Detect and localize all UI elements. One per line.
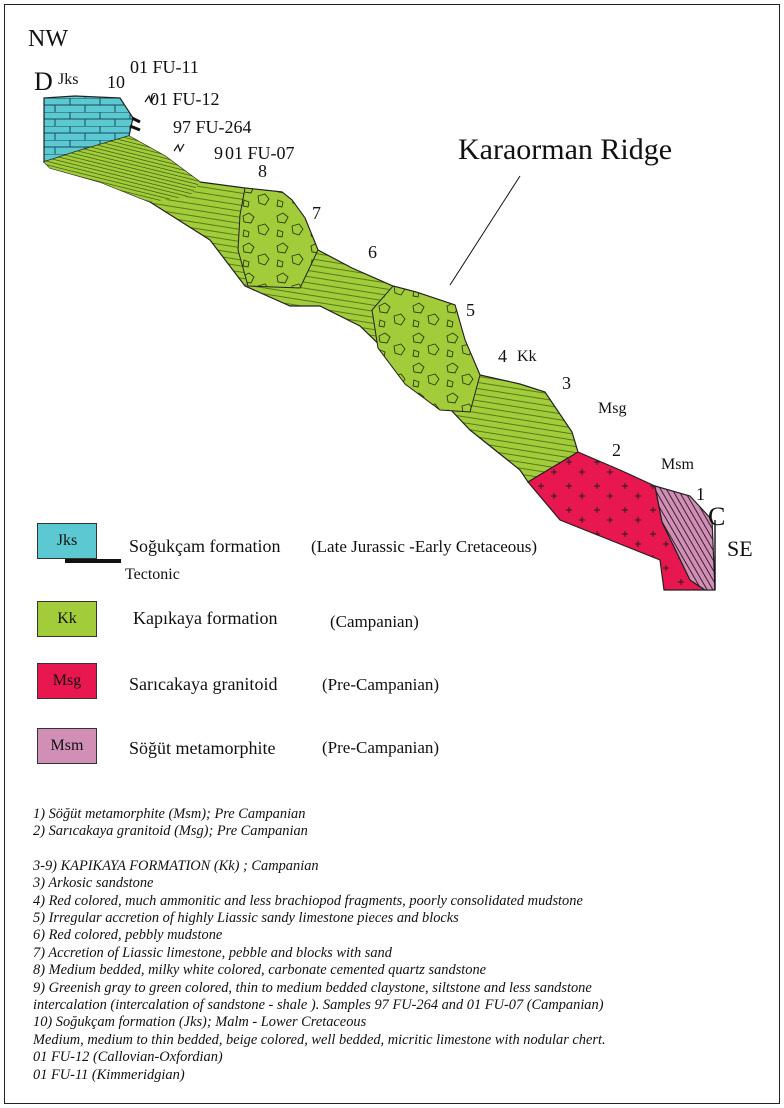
sample-97-fu-264: 97 FU-264 <box>173 117 252 137</box>
level-5: 5 <box>466 300 475 320</box>
legend-age-msg: (Pre-Campanian) <box>322 675 439 695</box>
nw-label: NW <box>28 26 68 52</box>
unit-msg-label: Msg <box>598 400 626 417</box>
sample-01-fu-12: 01 FU-12 <box>150 89 220 109</box>
ridge-label: Karaorman Ridge <box>458 133 672 166</box>
sample-01-fu-07: 01 FU-07 <box>225 143 295 163</box>
level-8: 8 <box>258 161 267 181</box>
c-label: C <box>708 502 725 531</box>
legend-tectonic-label: Tectonic <box>125 566 180 584</box>
note-line: 01 FU-12 (Callovian-Oxfordian) <box>33 1049 778 1066</box>
se-label: SE <box>727 536 753 561</box>
legend-swatch-msg: Msg <box>37 663 97 699</box>
legend-swatch-kk: Kk <box>37 601 97 637</box>
level-4: 4 <box>498 346 507 366</box>
note-line: 7) Accretion of Liassic limestone, pebbl… <box>33 945 778 962</box>
note-line: 9) Greenish gray to green colored, thin … <box>33 980 778 997</box>
legend-name-msg: Sarıcakaya granitoid <box>129 674 277 695</box>
level-1: 1 <box>696 484 705 504</box>
legend-tectonic-line <box>65 559 121 563</box>
explanation-notes: 1) Söğüt metamorphite (Msm); Pre Campani… <box>33 806 778 1084</box>
d-label: D <box>34 67 53 96</box>
sample-01-fu-11: 01 FU-11 <box>130 57 199 77</box>
level-9: 9 <box>214 143 223 163</box>
unit-jks-label: Jks <box>58 71 78 88</box>
unit-kk-label: Kk <box>517 348 537 365</box>
unit-5-blocks <box>372 286 480 412</box>
note-line: 1) Söğüt metamorphite (Msm); Pre Campani… <box>33 806 778 823</box>
note-line: 01 FU-11 (Kimmeridgian) <box>33 1067 778 1084</box>
note-line: intercalation (intercalation of sandston… <box>33 997 778 1014</box>
note-line: 8) Medium bedded, milky white colored, c… <box>33 962 778 979</box>
note-line: 10) Soğukçam formation (Jks); Malm - Low… <box>33 1014 778 1031</box>
level-3: 3 <box>562 373 571 393</box>
note-line: 5) Irregular accretion of highly Liassic… <box>33 910 778 927</box>
level-6: 6 <box>368 242 377 262</box>
note-line: 3) Arkosic sandstone <box>33 875 778 892</box>
legend-age-kk: (Campanian) <box>330 612 419 632</box>
unit-msm-label: Msm <box>661 456 694 473</box>
unit-7-blocks <box>238 188 318 288</box>
legend-age-jks: (Late Jurassic -Early Cretaceous) <box>311 537 537 557</box>
legend-name-kk: Kapıkaya formation <box>133 608 277 629</box>
ridge-leader <box>450 176 520 285</box>
note-line: 4) Red colored, much ammonitic and less … <box>33 893 778 910</box>
legend-name-msm: Söğüt metamorphite <box>129 738 275 759</box>
legend-swatch-msm: Msm <box>37 728 97 764</box>
note-line: 2) Sarıcakaya granitoid (Msg); Pre Campa… <box>33 823 778 840</box>
note-line: 3-9) KAPIKAYA FORMATION (Kk) ; Campanian <box>33 858 778 875</box>
level-2: 2 <box>612 440 621 460</box>
legend-age-msm: (Pre-Campanian) <box>322 738 439 758</box>
note-line: 6) Red colored, pebbly mudstone <box>33 927 778 944</box>
legend-swatch-jks: Jks <box>37 523 97 559</box>
level-10: 10 <box>107 72 125 92</box>
note-line: Medium, medium to thin bedded, beige col… <box>33 1032 778 1049</box>
level-7: 7 <box>312 203 321 223</box>
legend-name-jks: Soğukçam formation <box>129 536 280 557</box>
note-spacer <box>33 841 778 858</box>
